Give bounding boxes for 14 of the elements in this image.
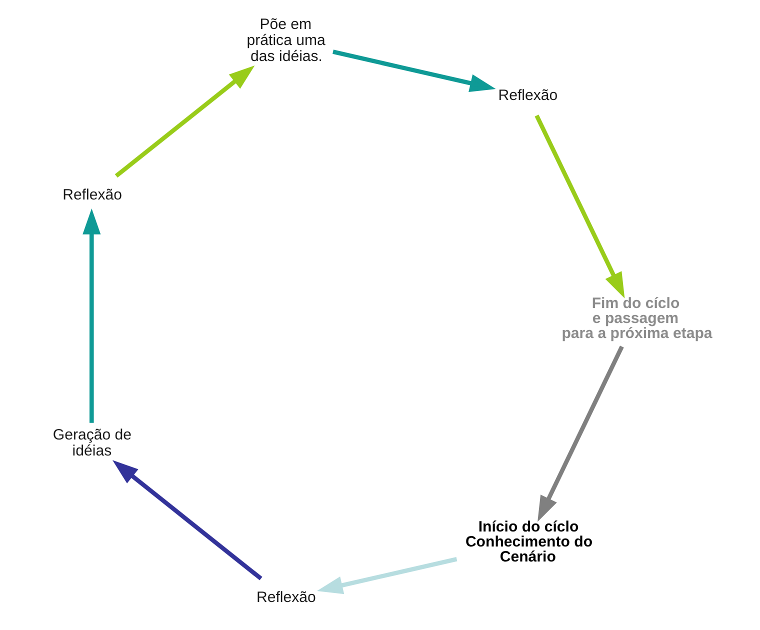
arrow [316, 557, 457, 594]
node-text: Reflexão [62, 186, 122, 204]
arrow [114, 66, 254, 178]
arrow [537, 346, 624, 522]
node-text: Início do cíclo Conhecimento do Cenário [464, 518, 592, 566]
node-text: Fim do cíclo e passagem para a próxima etapa [561, 294, 712, 342]
node-text: Põe em prática uma das idéias. [246, 16, 325, 66]
arrow [82, 208, 100, 423]
arrow [112, 460, 262, 580]
node-text: Reflexão [256, 589, 316, 606]
arrow [332, 50, 496, 92]
node-text: Reflexão [498, 87, 558, 104]
arrow [534, 114, 624, 298]
node-text: Geração de idéias [52, 426, 132, 460]
